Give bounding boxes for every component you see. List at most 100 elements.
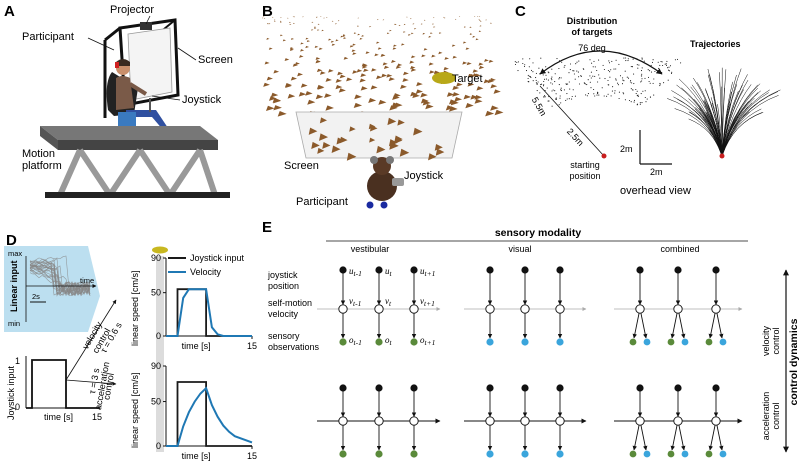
target-dot <box>613 68 615 70</box>
target-dot <box>594 75 596 77</box>
ground-triangle <box>465 47 470 50</box>
ground-triangle <box>290 37 295 40</box>
target-dot <box>618 91 620 93</box>
ground-triangle <box>488 59 494 63</box>
ground-triangle <box>478 30 482 33</box>
row-joystick-1: joystick <box>267 270 298 280</box>
joystick-node <box>674 384 682 392</box>
ground-triangle <box>451 44 456 47</box>
target-dot <box>598 94 600 96</box>
ground-triangle <box>380 54 385 57</box>
ground-triangle <box>289 47 294 50</box>
target-dot <box>594 95 596 97</box>
o-prev: ot-1 <box>349 335 362 347</box>
target-dot <box>540 84 542 86</box>
target-dot <box>630 79 632 82</box>
ground-triangle <box>416 82 423 87</box>
target-dot <box>592 66 594 68</box>
trajectory-line <box>676 84 723 157</box>
overhead-view-label: overhead view <box>620 185 691 197</box>
joystick-node <box>712 384 720 392</box>
target-dot <box>633 99 636 101</box>
target-dot <box>548 72 550 74</box>
target-dot <box>568 72 570 74</box>
trajectory-line <box>721 108 762 157</box>
target-dot <box>536 90 538 92</box>
target-dot <box>540 57 542 59</box>
ground-triangle <box>484 58 489 62</box>
ground-triangle <box>480 20 482 22</box>
ground-triangle <box>280 34 283 37</box>
target-dot <box>545 74 547 76</box>
panel-a-label: A <box>4 3 15 20</box>
ground-triangle <box>467 82 475 87</box>
target-dot <box>587 79 589 81</box>
ground-triangle <box>465 103 474 109</box>
ground-triangle <box>490 22 493 24</box>
ground-triangle <box>454 18 457 20</box>
target-dot <box>659 64 661 66</box>
ground-triangle <box>398 24 401 27</box>
target-dot <box>642 90 644 92</box>
target-dot <box>632 58 634 60</box>
screen-triangle <box>376 145 386 154</box>
velocity-node <box>485 304 495 314</box>
screen-triangle <box>311 141 320 150</box>
target-dot <box>611 90 613 92</box>
target-dot <box>649 96 652 98</box>
ground-triangle <box>469 33 473 35</box>
ground-triangle <box>316 68 323 73</box>
edge-v-o-vis <box>640 313 648 339</box>
ground-triangle <box>474 73 481 78</box>
inset-trace <box>29 270 91 297</box>
target-dot <box>664 63 666 65</box>
velocity-node <box>374 416 384 426</box>
target-dot <box>578 83 581 85</box>
ground-triangle <box>485 110 495 117</box>
ground-triangle <box>306 40 311 43</box>
screen-triangle <box>413 127 423 136</box>
screen-triangle <box>336 137 345 145</box>
joystick-node <box>521 384 529 392</box>
v-next: vt+1 <box>420 296 435 308</box>
ground-triangle <box>490 105 499 111</box>
target-dot <box>556 58 558 60</box>
target-dot <box>594 66 596 68</box>
ground-triangle <box>443 16 445 18</box>
ground-triangle <box>377 19 379 21</box>
screen-triangle <box>331 145 341 153</box>
target-dot <box>525 70 528 72</box>
target-dot <box>624 99 626 101</box>
screen-triangle <box>369 125 378 132</box>
inset-trace <box>29 268 91 295</box>
trajectory-line <box>693 77 723 157</box>
ground-triangle <box>452 85 460 91</box>
ground-triangle <box>272 16 274 18</box>
target-dot <box>555 98 557 101</box>
edge-v-o-vis <box>716 425 724 451</box>
range-line <box>539 85 605 157</box>
target-dot <box>659 82 661 84</box>
target-dot <box>614 92 616 94</box>
target-dot <box>619 75 622 77</box>
row-sensory-2: observations <box>268 342 320 352</box>
ground-triangle <box>422 32 426 35</box>
inset-trace <box>29 262 91 297</box>
ground-triangle <box>428 35 432 38</box>
visual-observation <box>719 450 727 458</box>
ground-triangle <box>264 61 270 65</box>
target-dot <box>558 104 560 106</box>
target-dot <box>551 90 553 92</box>
screen-triangle <box>399 148 410 157</box>
ground-triangle <box>319 71 326 75</box>
distribution-title-1: Distribution <box>567 16 618 26</box>
target-dot <box>576 70 578 72</box>
accel-control-2: control <box>101 372 116 400</box>
target-dot <box>560 77 562 79</box>
ground-triangle <box>409 60 415 64</box>
ground-triangle <box>386 73 393 78</box>
target-dot <box>528 75 530 77</box>
ground-triangle <box>318 47 323 51</box>
ground-triangle <box>448 99 458 105</box>
ground-triangle <box>314 27 317 29</box>
